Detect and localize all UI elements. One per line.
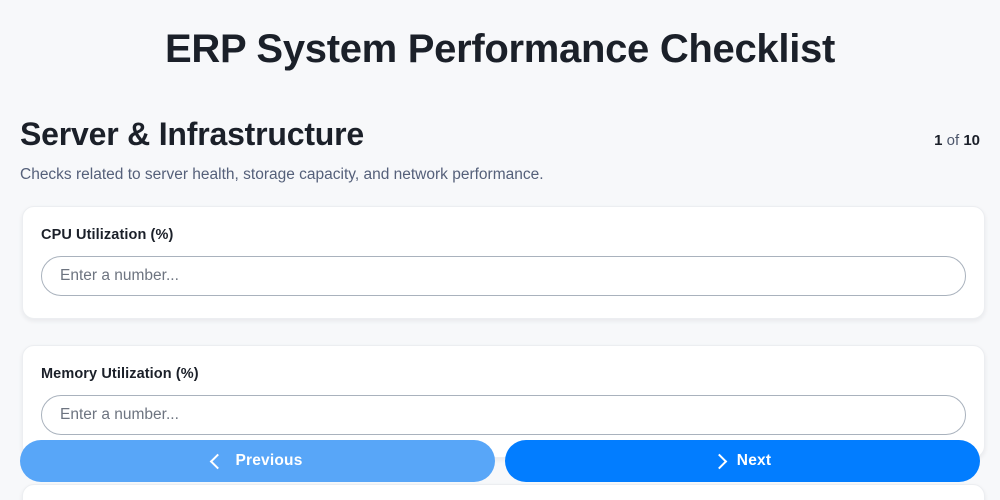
- field-label-memory-utilization: Memory Utilization (%): [41, 365, 199, 382]
- section-title: Server & Infrastructure: [20, 116, 364, 153]
- question-card-list: CPU Utilization (%) Memory Utilization (…: [0, 205, 1000, 500]
- next-button[interactable]: Next: [505, 440, 980, 482]
- previous-button[interactable]: Previous: [20, 440, 495, 482]
- step-separator: of: [946, 132, 960, 150]
- chevron-left-icon: [210, 453, 226, 469]
- chevron-right-icon: [711, 453, 728, 469]
- question-card: Memory Utilization (%): [22, 344, 985, 458]
- step-total: 10: [963, 132, 980, 150]
- step-current: 1: [934, 132, 943, 150]
- input-cpu-utilization[interactable]: [41, 255, 966, 296]
- question-card: [22, 483, 985, 500]
- input-memory-utilization[interactable]: [41, 394, 966, 435]
- page-title: ERP System Performance Checklist: [165, 27, 835, 71]
- previous-button-label: Previous: [235, 452, 303, 469]
- section-header: Server & Infrastructure 1 of 10: [0, 116, 1000, 153]
- step-counter: 1 of 10: [934, 132, 980, 151]
- question-card: CPU Utilization (%): [22, 205, 985, 319]
- field-label-cpu-utilization: CPU Utilization (%): [41, 226, 174, 243]
- next-button-label: Next: [736, 452, 772, 469]
- section-description: Checks related to server health, storage…: [20, 165, 544, 183]
- navigation-bar: Previous Next: [0, 440, 1000, 482]
